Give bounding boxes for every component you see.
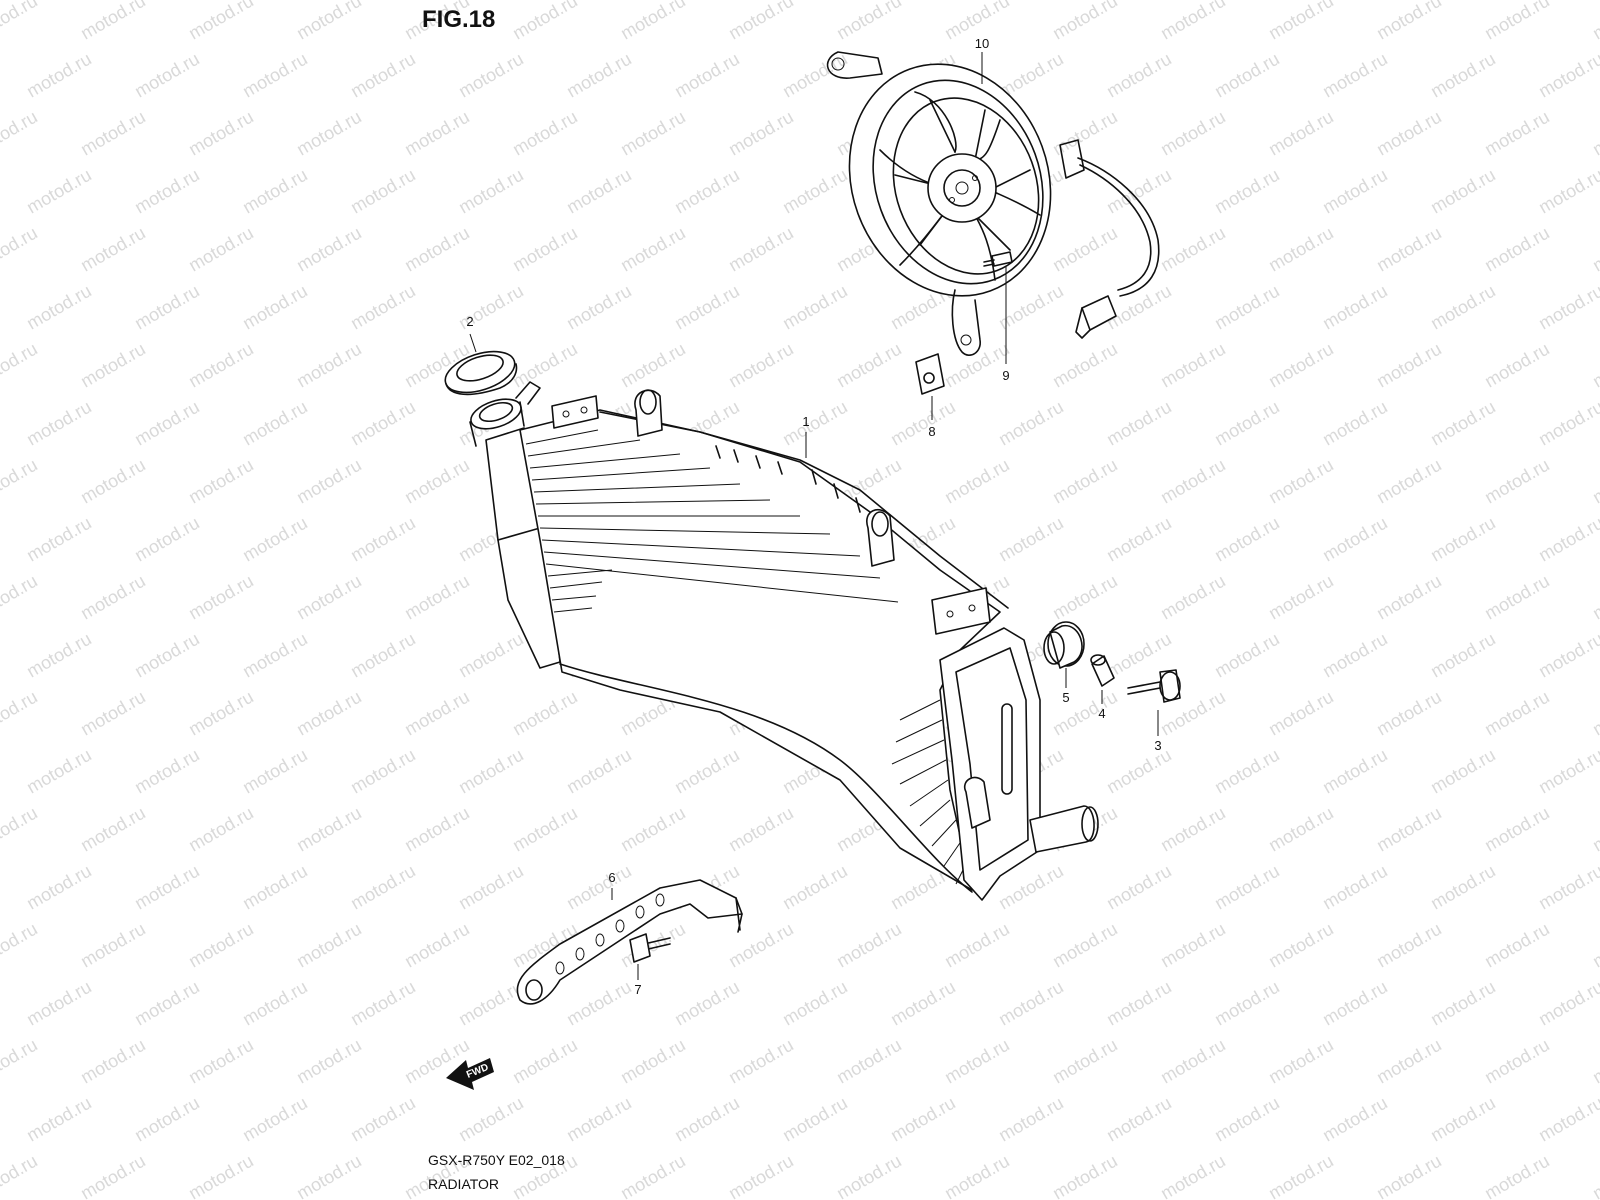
figure-title: FIG.18 xyxy=(422,6,496,33)
radiator[interactable] xyxy=(467,381,1099,901)
cooling-fan[interactable] xyxy=(818,36,1160,356)
cushion[interactable]: 5 xyxy=(1043,621,1085,705)
nut[interactable]: 8 xyxy=(915,353,945,439)
callout-10: 8 xyxy=(928,424,935,439)
callout-7: 7 xyxy=(634,982,641,997)
bolt[interactable]: 3 xyxy=(1127,669,1181,753)
collar[interactable]: 4 xyxy=(1090,654,1115,721)
figure-code: GSX-R750Y E02_018 xyxy=(428,1152,565,1168)
lower-bracket[interactable]: 6 xyxy=(516,870,743,1005)
forward-arrow-icon: FWD xyxy=(446,1058,494,1090)
callout-5: 5 xyxy=(1062,690,1069,705)
callout-4: 4 xyxy=(1098,706,1105,721)
callout-2: 2 xyxy=(466,314,473,329)
fan-bolt[interactable]: 9 xyxy=(983,251,1013,383)
callout-6: 6 xyxy=(608,870,615,885)
callout-8-group: 10 xyxy=(975,36,989,84)
callout-8: 10 xyxy=(975,36,989,51)
radiator-cap[interactable]: 2 xyxy=(440,314,520,400)
callout-1: 1 xyxy=(802,414,809,429)
callout-3: 3 xyxy=(1154,738,1161,753)
bracket-bolt[interactable]: 7 xyxy=(629,933,671,997)
figure-name: RADIATOR xyxy=(428,1176,500,1192)
callout-9: 9 xyxy=(1002,368,1009,383)
